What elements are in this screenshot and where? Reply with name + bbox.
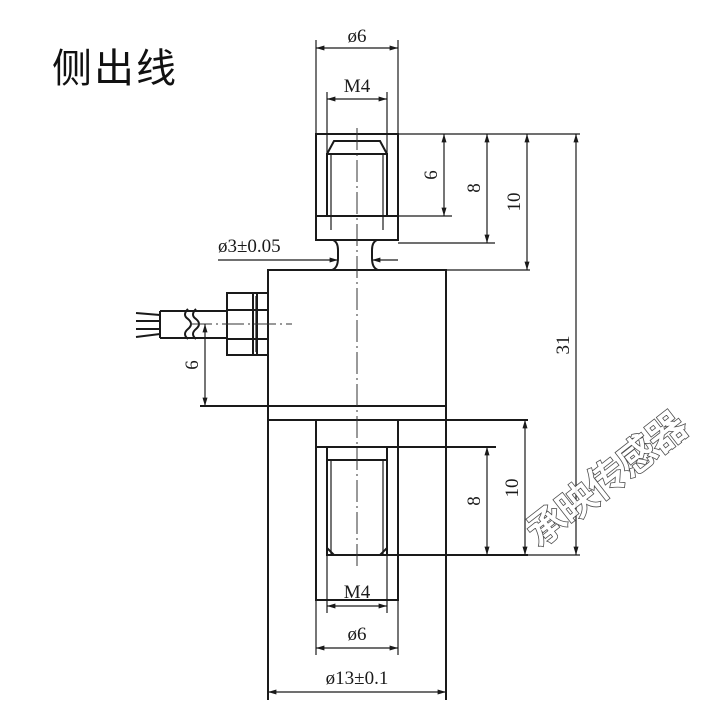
top-stud [315,133,399,271]
dim-bottom-hole-depth: 8 [464,496,485,506]
dim-top-hole-depth: 8 [464,183,485,193]
dim-top-thread-depth: 6 [421,170,442,180]
dim-top-stud-height: 10 [504,193,525,212]
bottom-stud [267,406,528,700]
dim-bottom-height: 10 [502,479,523,498]
dim-body-dia: ø13±0.1 [326,668,389,689]
dim-cable-offset: 6 [182,360,203,370]
dim-top-thread: M4 [344,76,371,97]
dim-neck-dia: ø3±0.05 [218,236,281,257]
dim-total-height: 31 [553,336,574,355]
dim-bottom-outer-dia: ø6 [348,624,367,645]
watermark: 承映传感器 [518,403,696,555]
cable-gland [135,292,292,356]
dim-top-outer-dia: ø6 [348,26,367,47]
dim-bottom-thread: M4 [344,582,371,603]
dimensions: ø6 M4 ø3±0.05 6 8 10 31 6 8 10 [182,26,580,695]
drawing-title: 侧出线 [52,46,178,92]
